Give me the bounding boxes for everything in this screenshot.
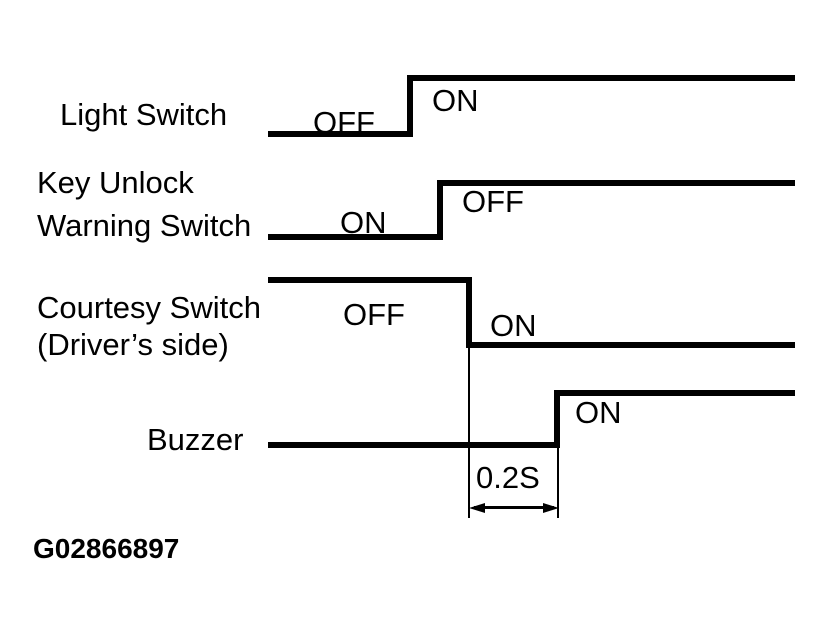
courtesy-off-segment — [268, 277, 472, 283]
light-switch-on-segment — [407, 75, 795, 81]
signal-label-key-unlock-line2: Warning Switch — [37, 208, 252, 243]
figure-id: G02866897 — [33, 533, 180, 564]
courtesy-on-label: ON — [490, 308, 537, 343]
signal-label-buzzer: Buzzer — [147, 422, 244, 457]
duration-arrowhead-left-icon — [469, 503, 485, 513]
light-switch-rise-edge — [407, 75, 413, 137]
light-switch-off-label: OFF — [313, 105, 375, 140]
courtesy-off-label: OFF — [343, 297, 405, 332]
signal-label-courtesy-line1: Courtesy Switch — [37, 290, 261, 325]
key-unlock-off-segment — [437, 180, 795, 186]
key-unlock-on-segment — [268, 234, 443, 240]
duration-arrowhead-right-icon — [543, 503, 559, 513]
key-unlock-rise-edge — [437, 180, 443, 240]
light-switch-off-segment — [268, 131, 413, 137]
buzzer-on-segment — [554, 390, 795, 396]
buzzer-rise-edge — [554, 390, 560, 448]
signal-label-light-switch: Light Switch — [60, 97, 228, 132]
courtesy-on-segment — [466, 342, 795, 348]
signal-label-key-unlock-line1: Key Unlock — [37, 165, 194, 200]
duration-arrow-shaft — [474, 506, 554, 509]
light-switch-on-label: ON — [432, 83, 479, 118]
duration-label: 0.2S — [476, 460, 540, 495]
signal-label-courtesy-line2: (Driver’s side) — [37, 327, 229, 362]
buzzer-on-label: ON — [575, 395, 622, 430]
key-unlock-on-label: ON — [340, 205, 387, 240]
courtesy-fall-edge — [466, 277, 472, 348]
buzzer-edge-reference-line — [557, 448, 559, 518]
courtesy-edge-reference-line — [468, 348, 470, 518]
buzzer-off-segment — [268, 442, 560, 448]
key-unlock-off-label: OFF — [462, 184, 524, 219]
